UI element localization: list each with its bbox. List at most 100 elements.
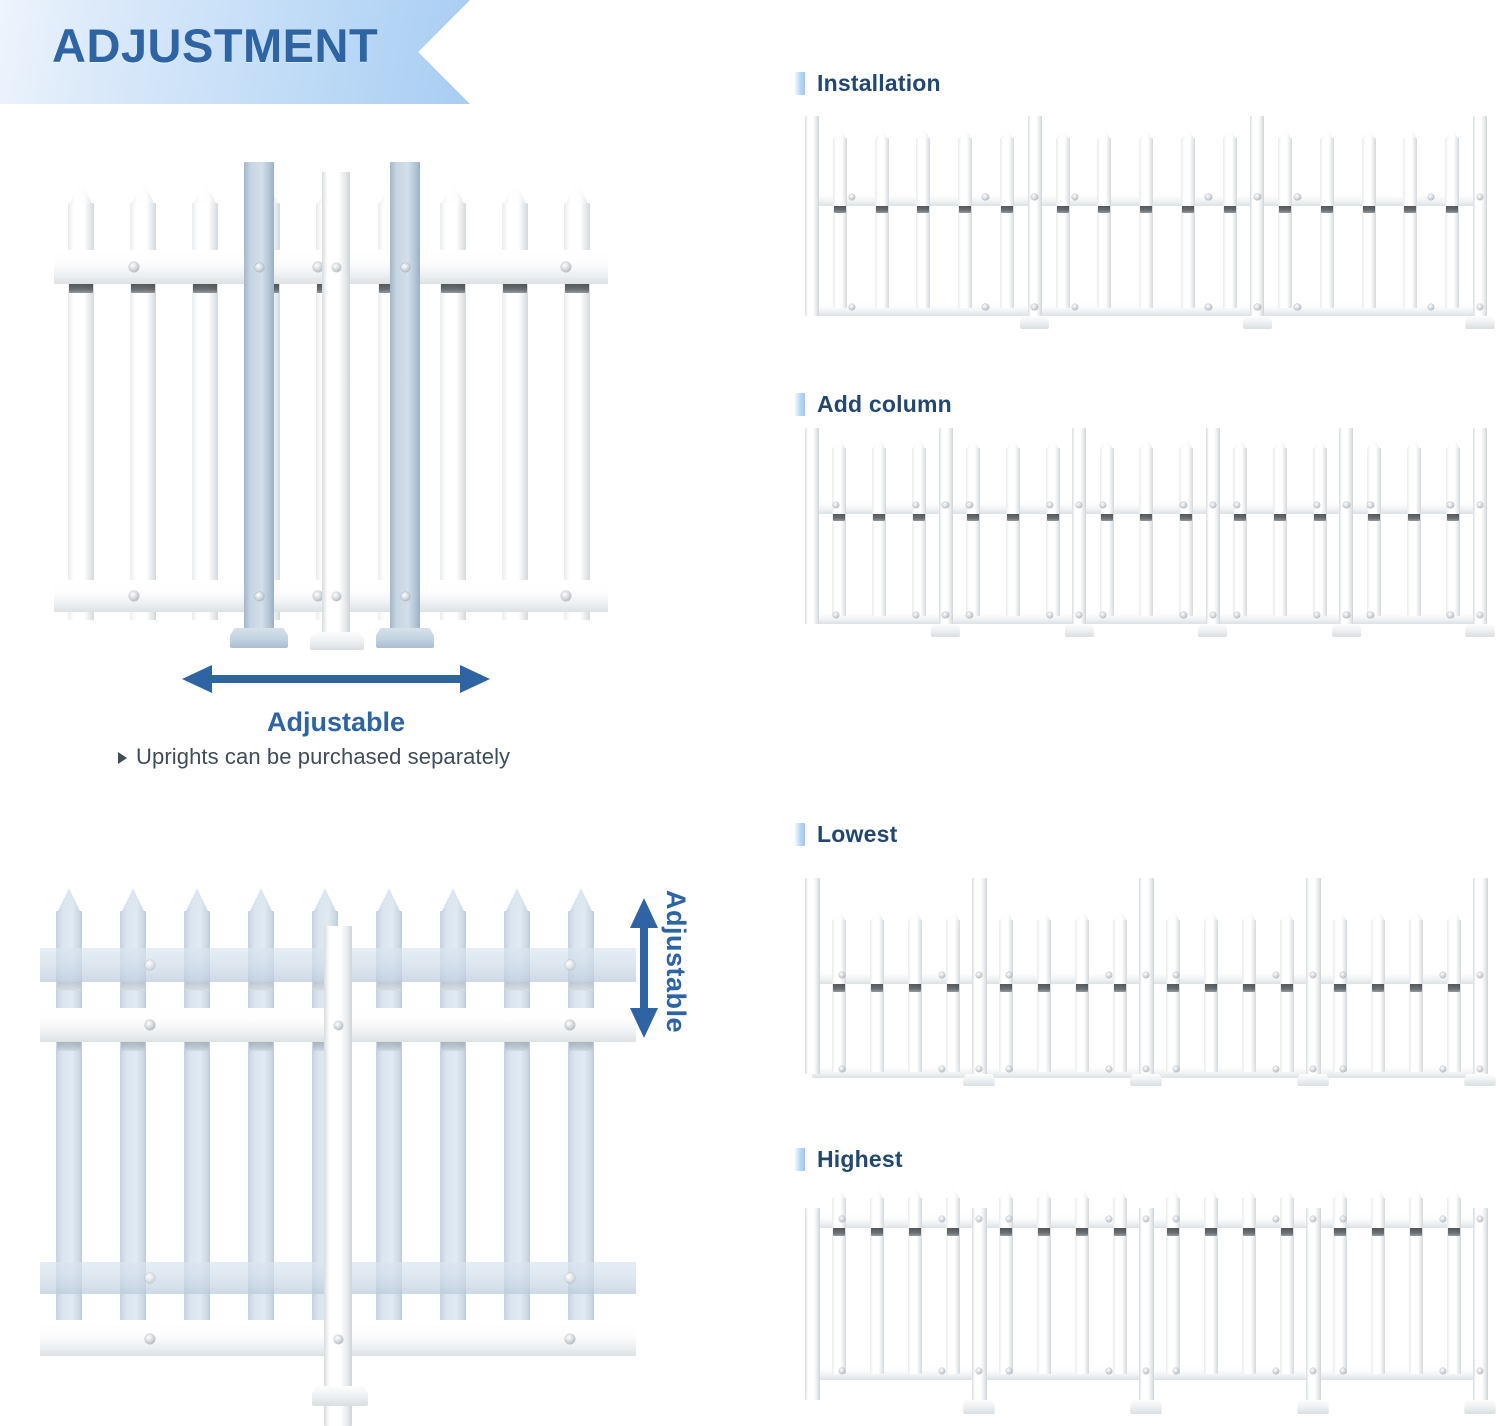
screw bbox=[129, 591, 139, 601]
screw bbox=[1106, 1368, 1113, 1375]
screw bbox=[1172, 972, 1180, 979]
picket bbox=[1113, 1198, 1128, 1374]
picket bbox=[1280, 920, 1295, 1072]
picket bbox=[1099, 448, 1114, 616]
section-title: Lowest bbox=[817, 821, 898, 847]
bracket-shadow bbox=[1404, 206, 1417, 213]
fence-row bbox=[804, 1182, 1496, 1426]
picket bbox=[1005, 448, 1020, 616]
screw bbox=[982, 194, 989, 201]
post-base-plate bbox=[376, 628, 434, 648]
bracket-shadow bbox=[1313, 514, 1326, 521]
picket bbox=[1361, 138, 1376, 308]
picket bbox=[1037, 920, 1052, 1072]
bracket-shadow bbox=[1410, 984, 1423, 992]
add-column-fence-illustration bbox=[805, 428, 1495, 644]
bracket-shadow bbox=[873, 514, 886, 521]
fence-row bbox=[805, 112, 1495, 334]
post bbox=[244, 162, 274, 640]
screw bbox=[1447, 612, 1454, 619]
picket bbox=[1180, 138, 1195, 308]
bracket-shadow bbox=[1167, 984, 1180, 992]
bracket-shadow bbox=[1243, 1228, 1256, 1236]
screw bbox=[1071, 304, 1078, 311]
bracket-shadow bbox=[1046, 514, 1059, 521]
screw bbox=[1339, 1066, 1347, 1073]
bracket-shadow bbox=[121, 1042, 145, 1051]
screw bbox=[1440, 1368, 1447, 1375]
picket bbox=[1242, 1198, 1257, 1374]
screw bbox=[1005, 1066, 1013, 1073]
picket bbox=[999, 138, 1014, 308]
header-ribbon bbox=[0, 0, 470, 104]
bracket-shadow bbox=[1334, 1228, 1347, 1236]
screw bbox=[942, 612, 949, 619]
picket bbox=[1319, 138, 1334, 308]
picket bbox=[1139, 448, 1154, 616]
bracket-shadow bbox=[569, 982, 593, 991]
post bbox=[1205, 428, 1220, 624]
bracket-shadow bbox=[1446, 206, 1459, 213]
screw bbox=[1273, 1066, 1280, 1073]
screw bbox=[1294, 304, 1301, 311]
screw bbox=[400, 262, 410, 272]
post bbox=[390, 162, 420, 640]
screw bbox=[1100, 502, 1107, 509]
screw bbox=[1180, 502, 1187, 509]
picket bbox=[1222, 138, 1237, 308]
picket bbox=[946, 1198, 961, 1374]
screw bbox=[1142, 1368, 1150, 1375]
section-title: Highest bbox=[817, 1146, 903, 1172]
screw bbox=[1180, 612, 1187, 619]
section-label-lowest: Lowest bbox=[794, 821, 897, 848]
post-base-plate bbox=[1130, 1074, 1162, 1086]
bracket-shadow bbox=[833, 514, 846, 521]
screw bbox=[1273, 972, 1280, 979]
screw bbox=[1076, 612, 1083, 619]
bracket-shadow bbox=[1320, 206, 1333, 213]
width-adjustment-illustration bbox=[46, 150, 616, 650]
picket bbox=[1333, 1198, 1348, 1374]
bracket-shadow bbox=[1114, 1228, 1127, 1236]
screw bbox=[254, 591, 264, 601]
rail bbox=[812, 300, 1480, 316]
picket bbox=[832, 1198, 847, 1374]
post-base-plate bbox=[930, 624, 961, 637]
post-base-plate bbox=[1130, 1400, 1162, 1414]
picket bbox=[874, 138, 889, 308]
bracket-shadow bbox=[1234, 514, 1247, 521]
picket bbox=[999, 1198, 1014, 1374]
screw bbox=[939, 1368, 946, 1375]
bracket-shadow bbox=[1038, 1228, 1051, 1236]
picket bbox=[1333, 920, 1348, 1072]
post-base-plate bbox=[1064, 624, 1094, 637]
bracket-shadow bbox=[1205, 1228, 1218, 1236]
picket bbox=[1242, 920, 1257, 1072]
screw bbox=[1440, 972, 1447, 979]
section-title: Add column bbox=[817, 391, 952, 417]
screw bbox=[975, 1368, 983, 1375]
bracket-shadow bbox=[1000, 1228, 1013, 1236]
screw bbox=[975, 1066, 983, 1073]
screw bbox=[1205, 304, 1212, 311]
picket bbox=[1366, 448, 1381, 616]
screw bbox=[848, 194, 856, 201]
picket bbox=[1371, 1198, 1386, 1374]
screw bbox=[1106, 1066, 1113, 1073]
picket bbox=[1204, 1198, 1219, 1374]
bracket-shadow bbox=[1410, 1228, 1423, 1236]
bracket-shadow bbox=[441, 982, 465, 991]
post-base-plate bbox=[1019, 316, 1050, 329]
screw bbox=[838, 972, 846, 979]
screw bbox=[1142, 1066, 1150, 1073]
bracket-shadow bbox=[249, 982, 273, 991]
screw bbox=[1313, 612, 1321, 619]
bracket-shadow bbox=[959, 206, 972, 213]
screw bbox=[1254, 194, 1261, 201]
bracket-shadow bbox=[1367, 514, 1380, 521]
post bbox=[1473, 116, 1487, 316]
post bbox=[1250, 116, 1265, 316]
screw bbox=[966, 612, 973, 619]
screw bbox=[1427, 304, 1435, 311]
screw bbox=[1440, 1216, 1447, 1223]
